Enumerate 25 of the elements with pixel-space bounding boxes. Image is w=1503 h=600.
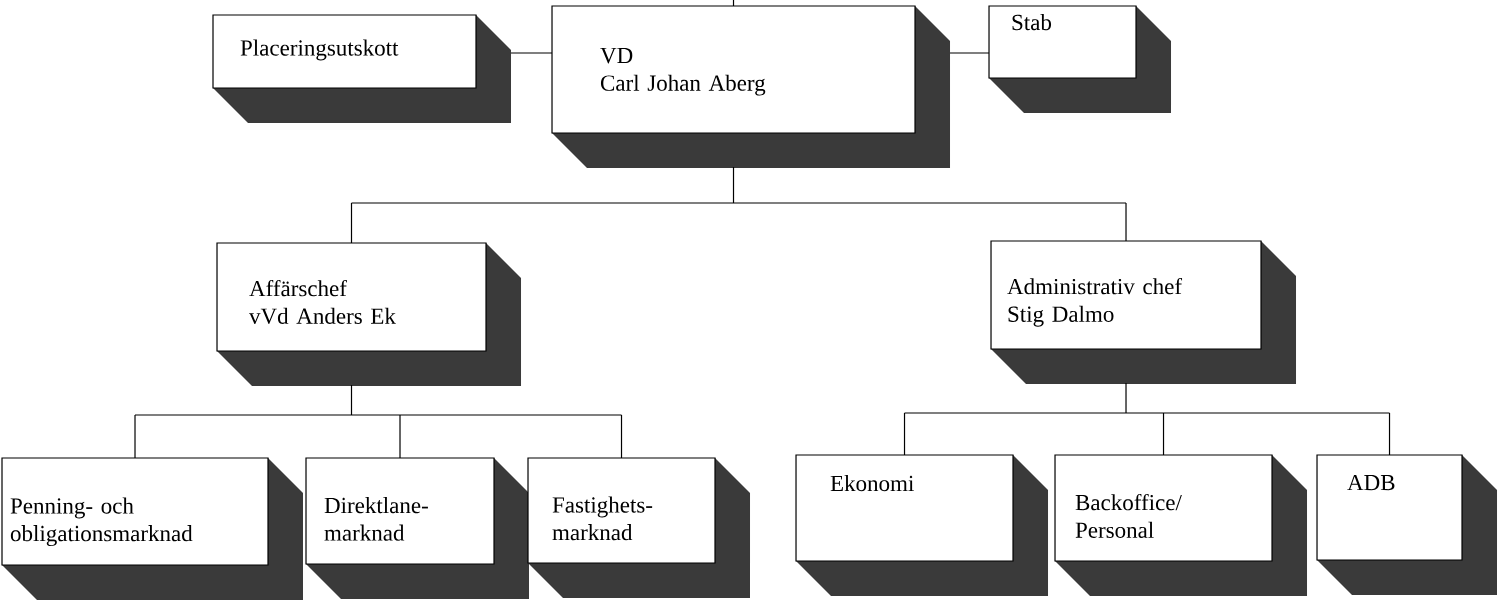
connector-line: [732, 0, 735, 7]
org-box: Administrativ chef Stig Dalmo: [990, 240, 1296, 384]
org-box: Penning- och obligationsmarknad: [1, 457, 303, 600]
connector-line: [949, 52, 990, 54]
org-box: Direktlane- marknad: [305, 457, 529, 599]
connector-line: [510, 52, 553, 54]
connector-line: [903, 412, 906, 456]
org-box: Ekonomi: [795, 454, 1048, 596]
connector-line: [903, 382, 1391, 414]
connector-line: [350, 166, 1127, 204]
connector-line: [134, 384, 623, 416]
org-box: VD Carl Johan Aberg: [551, 5, 950, 168]
connector-line: [620, 414, 623, 459]
org-box: Placeringsutskott: [212, 14, 511, 123]
connector-line: [1388, 412, 1391, 456]
org-box: Fastighets- marknad: [527, 457, 750, 598]
org-box: Backoffice/ Personal: [1054, 454, 1307, 596]
org-box: Stab: [988, 5, 1171, 113]
connector-line: [399, 414, 401, 459]
org-box: Affärschef vVd Anders Ek: [216, 242, 521, 386]
connector-line: [350, 202, 353, 244]
org-box: ADB: [1316, 454, 1497, 595]
connector-line: [1162, 412, 1165, 456]
connector-line: [134, 414, 136, 459]
connector-line: [1125, 202, 1127, 242]
